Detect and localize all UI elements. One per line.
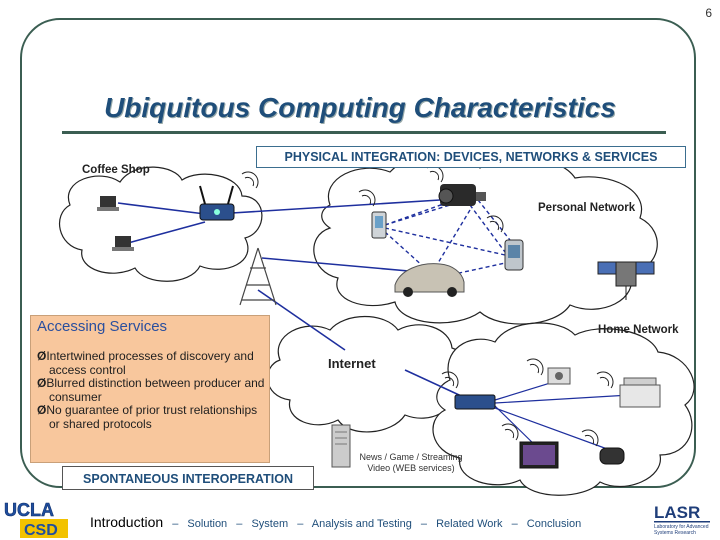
svg-text:LASR: LASR <box>654 503 700 522</box>
smartphone-icon <box>504 239 524 271</box>
footer-item-solution[interactable]: Solution <box>187 518 228 530</box>
coffee-shop-label: Coffee Shop <box>82 164 150 176</box>
slide-frame <box>20 18 696 488</box>
laptop-icon <box>97 196 119 211</box>
home-network-cloud <box>432 322 695 496</box>
footer-item-system[interactable]: System <box>251 518 289 530</box>
server-icon <box>331 424 351 468</box>
personal-network-label: Personal Network <box>538 202 636 214</box>
router-icon <box>454 394 496 410</box>
personal-network-cloud <box>313 154 658 325</box>
svg-text:Systems Research: Systems Research <box>654 530 696 536</box>
home-network-label: Home Network <box>598 324 679 336</box>
lasr-logo: LASR Laboratory for Advanced Systems Res… <box>654 503 710 536</box>
slide-title: Ubiquitous Computing Characteristics <box>104 92 616 123</box>
camcorder-icon <box>438 184 486 206</box>
list-item: Intertwined processes of discovery and a… <box>37 349 269 377</box>
navigation-footer: Introduction – Solution – System – Analy… <box>90 514 582 530</box>
footer-item-analysis[interactable]: Analysis and Testing <box>311 518 412 530</box>
satellite-icon <box>597 261 655 300</box>
coffee-shop-cloud <box>59 166 263 282</box>
list-item: Blurred distinction between producer and… <box>37 376 269 404</box>
car-icon <box>394 263 465 297</box>
svg-text:CSD: CSD <box>24 522 58 539</box>
spontaneous-interoperation-box: SPONTANEOUS INTEROPERATION <box>62 466 314 490</box>
printer-icon <box>619 377 661 408</box>
internet-label: Internet <box>328 356 376 371</box>
physical-integration-header: PHYSICAL INTEGRATION: DEVICES, NETWORKS … <box>256 146 686 168</box>
svg-text:Laboratory for Advanced: Laboratory for Advanced <box>654 524 709 530</box>
wireless-signal-icons <box>241 165 614 447</box>
title-underline <box>62 131 666 134</box>
svg-text:UCLA: UCLA <box>4 500 54 520</box>
gaming-device-icon <box>599 447 625 465</box>
list-item: No guarantee of prior trust relationship… <box>37 403 269 431</box>
footer-item-conclusion[interactable]: Conclusion <box>526 518 582 530</box>
cell-tower-icon <box>239 247 277 306</box>
tv-icon <box>519 441 559 469</box>
footer-item-related-work[interactable]: Related Work <box>436 518 503 530</box>
laptop-icon <box>112 236 134 251</box>
accessing-services-box: Accessing Services Intertwined processes… <box>30 315 270 463</box>
internet-cloud <box>266 315 469 433</box>
access-point-icon <box>199 185 235 221</box>
news-service-label: News / Game / Streaming Video (WEB servi… <box>359 452 463 473</box>
pda-icon <box>371 211 387 239</box>
slide-number: 6 <box>705 6 712 20</box>
camera-icon <box>547 367 571 385</box>
accessing-services-title: Accessing Services <box>37 318 168 335</box>
ucla-csd-logo: UCLA CSD <box>2 499 72 539</box>
accessing-services-list: Intertwined processes of discovery and a… <box>37 349 269 431</box>
footer-item-introduction[interactable]: Introduction <box>90 514 164 530</box>
